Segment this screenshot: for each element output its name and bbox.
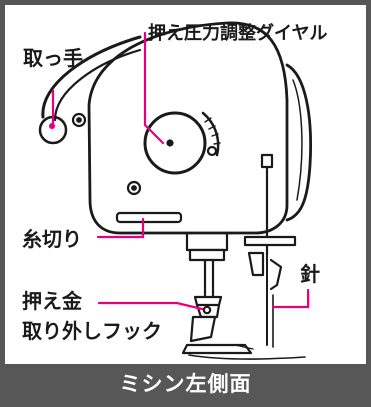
caption-text: ミシン左側面 — [119, 372, 252, 396]
label-pressure-dial: 押え圧力調整ダイヤル — [148, 23, 328, 44]
end-cover — [285, 63, 312, 222]
label-foot-release-hook-line2: 取り外しフック — [22, 319, 162, 343]
label-handle: 取っ手 — [23, 46, 83, 70]
pressure-dial-center — [166, 139, 174, 147]
needle-plate — [188, 354, 306, 360]
label-foot-release-hook-line1: 押え金 — [22, 289, 82, 313]
handle — [41, 35, 142, 119]
thread-cutter — [115, 211, 183, 224]
foot-release-hook — [202, 305, 212, 315]
machine-body — [87, 21, 289, 235]
caption-bar: ミシン左側面 — [5, 364, 366, 402]
pressure-dial — [143, 111, 207, 175]
label-thread-cutter: 糸切り — [22, 227, 82, 251]
screw-lower — [126, 180, 142, 196]
leader-foot-release-hook — [97, 301, 204, 311]
sewing-machine-left-side-illustration — [38, 21, 312, 360]
screw-upper — [71, 112, 87, 128]
leader-thread-cutter — [96, 217, 145, 239]
leader-needle — [271, 288, 310, 309]
label-needle: 針 — [300, 262, 320, 286]
leader-pressure-dial — [143, 31, 165, 145]
